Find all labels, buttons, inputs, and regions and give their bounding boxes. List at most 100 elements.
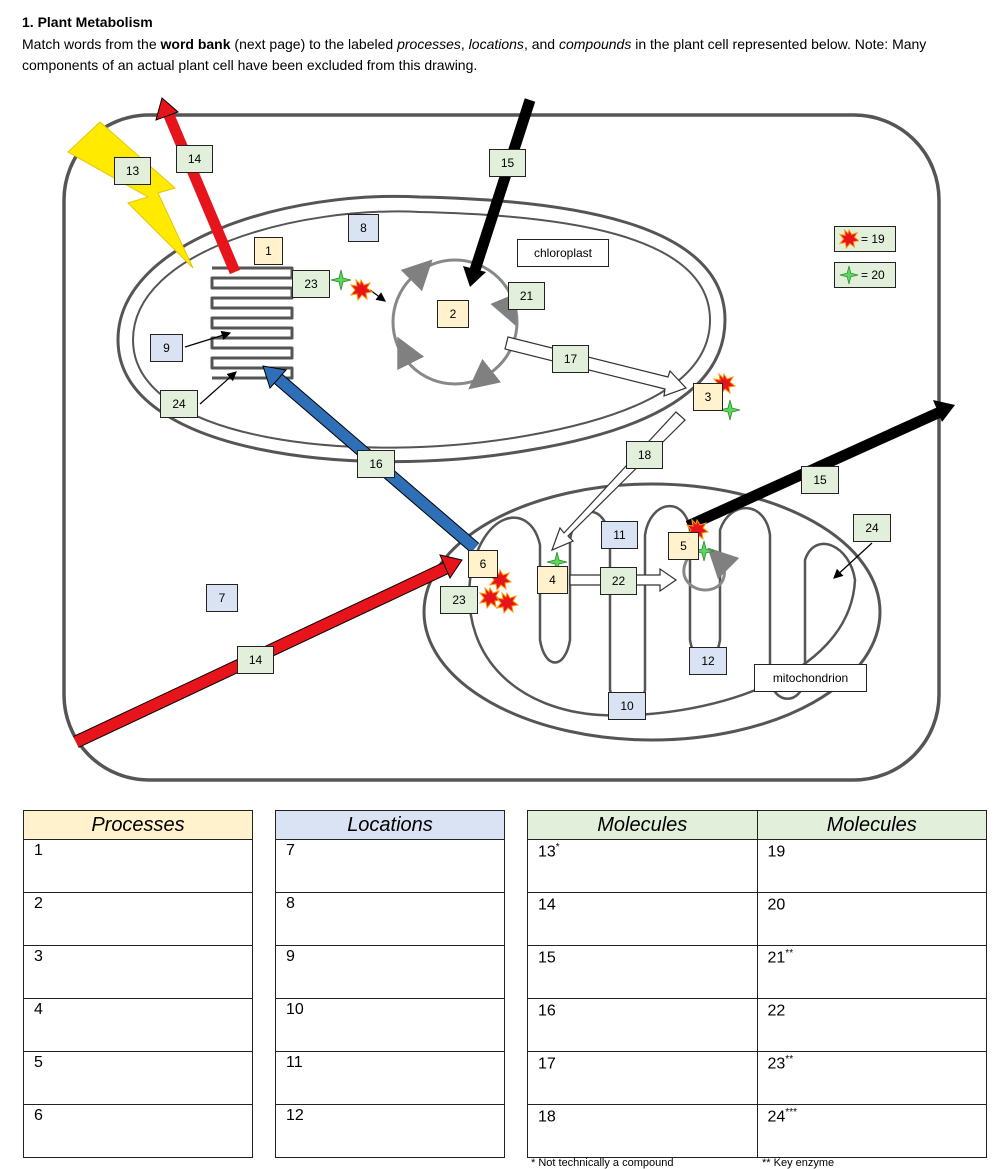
molecule-number: 19 — [767, 843, 786, 861]
process-cell[interactable]: 6 — [23, 1104, 253, 1158]
burst-icon — [478, 586, 503, 610]
location-cell[interactable]: 11 — [275, 1051, 505, 1105]
process-cell[interactable]: 4 — [23, 998, 253, 1052]
molecule-cell[interactable]: 22 — [756, 998, 987, 1052]
label-17: 17 — [552, 345, 589, 373]
label-16: 16 — [357, 450, 395, 478]
location-cell[interactable]: 7 — [275, 839, 505, 893]
label-7: 7 — [206, 584, 238, 612]
mitochondrion-label: mitochondrion — [754, 664, 867, 692]
enzyme-star-icon — [839, 265, 859, 285]
molecule-cell[interactable]: 15 — [527, 945, 758, 999]
intro-italic: processes — [397, 36, 461, 52]
chloroplast-label: chloroplast — [517, 239, 609, 267]
label-14: 14 — [176, 145, 213, 173]
enzyme-star-icon — [330, 269, 352, 291]
pointer-arrow — [199, 371, 237, 405]
intro-text: , — [460, 36, 469, 52]
legend-text-20: = 20 — [861, 268, 885, 282]
label-6: 6 — [468, 550, 498, 578]
molecule-number: 21 — [767, 949, 786, 967]
label-23: 23 — [292, 270, 330, 298]
red-arrow-shaft — [162, 110, 241, 275]
process-cell[interactable]: 5 — [23, 1051, 253, 1105]
label-24: 24 — [160, 390, 198, 418]
processes-table: Processes 1 2 3 4 5 6 — [23, 810, 253, 1158]
molecule-number: 14 — [538, 896, 556, 914]
blue-arrowhead — [262, 365, 287, 389]
cycle-arrowhead — [400, 259, 433, 292]
locations-header: Locations — [275, 810, 505, 840]
black-arrowhead — [933, 400, 955, 422]
hollow-arrow — [504, 336, 688, 397]
molecule-cell[interactable]: 18 — [527, 1104, 758, 1158]
label-24: 24 — [853, 514, 891, 542]
locations-table: Locations 7 8 9 10 11 12 — [275, 810, 505, 1158]
label-12: 12 — [689, 647, 727, 675]
molecule-cell[interactable]: 17 — [527, 1051, 758, 1105]
krebs-cycle — [682, 547, 740, 592]
molecule-cell[interactable]: 14 — [527, 892, 758, 946]
burst-icon — [495, 591, 520, 615]
intro-text: in the plant cell represented below. Not… — [22, 36, 927, 73]
label-11: 11 — [601, 521, 638, 549]
molecule-cell[interactable]: 24*** — [756, 1104, 987, 1158]
mitochondrion-cristae — [468, 504, 857, 717]
label-18: 18 — [626, 441, 663, 469]
molecule-cell[interactable]: 16 — [527, 998, 758, 1052]
instructions: Match words from the word bank (next pag… — [22, 34, 972, 76]
location-cell[interactable]: 9 — [275, 945, 505, 999]
black-arrowhead — [463, 266, 486, 287]
footnote-not-compound: * Not technically a compound — [531, 1157, 674, 1169]
enzyme-star-icon — [719, 399, 741, 421]
intro-italic: compounds — [558, 36, 632, 52]
molecule-cell[interactable]: 21** — [756, 945, 987, 999]
label-23: 23 — [440, 586, 478, 614]
molecules-header: Molecules — [527, 810, 758, 840]
label-8: 8 — [348, 214, 379, 242]
thylakoid-stack — [210, 266, 294, 380]
label-21: 21 — [508, 282, 545, 310]
molecule-number: 20 — [767, 896, 786, 914]
molecule-number: 18 — [538, 1108, 556, 1126]
process-cell[interactable]: 1 — [23, 839, 253, 893]
intro-text: , and — [523, 36, 559, 52]
cycle-arrowhead — [468, 358, 502, 390]
molecule-cell[interactable]: 13* — [527, 839, 758, 893]
intro-italic: locations — [468, 36, 524, 52]
label-14: 14 — [237, 646, 274, 674]
intro-text: Match words from the — [22, 36, 161, 52]
burst-icon — [349, 278, 374, 302]
location-cell[interactable]: 8 — [275, 892, 505, 946]
molecule-cell[interactable]: 20 — [756, 892, 987, 946]
legend-item-19: = 19 — [834, 226, 896, 252]
intro-bold: word bank — [160, 36, 231, 52]
legend-item-20: = 20 — [834, 262, 896, 288]
location-cell[interactable]: 10 — [275, 998, 505, 1052]
label-15: 15 — [801, 466, 839, 494]
label-2: 2 — [437, 300, 469, 328]
red-arrowhead — [155, 97, 179, 121]
molecule-number: 17 — [538, 1055, 556, 1073]
molecule-cell[interactable]: 23** — [756, 1051, 987, 1105]
chloroplast-inner — [131, 210, 712, 449]
molecules-table: Molecules Molecules 13* 19 14 20 15 21**… — [527, 810, 987, 1158]
label-9: 9 — [150, 334, 183, 362]
mitochondrion-outer — [422, 482, 882, 742]
legend-text-19: = 19 — [861, 232, 885, 246]
process-cell[interactable]: 2 — [23, 892, 253, 946]
label-15: 15 — [489, 149, 526, 177]
molecule-cell[interactable]: 19 — [756, 839, 987, 893]
chloroplast-outer — [116, 194, 727, 464]
label-5: 5 — [668, 532, 699, 560]
processes-header: Processes — [23, 810, 253, 840]
pointer-arrow — [184, 330, 232, 348]
label-4: 4 — [537, 566, 568, 594]
black-arrow-shaft — [469, 98, 536, 272]
red-arrowhead — [439, 554, 463, 580]
footnote-key-enzyme: ** Key enzyme — [762, 1157, 835, 1169]
enzyme-star-icon — [693, 540, 715, 562]
location-cell[interactable]: 12 — [275, 1104, 505, 1158]
molecule-number: 23 — [767, 1055, 786, 1073]
process-cell[interactable]: 3 — [23, 945, 253, 999]
